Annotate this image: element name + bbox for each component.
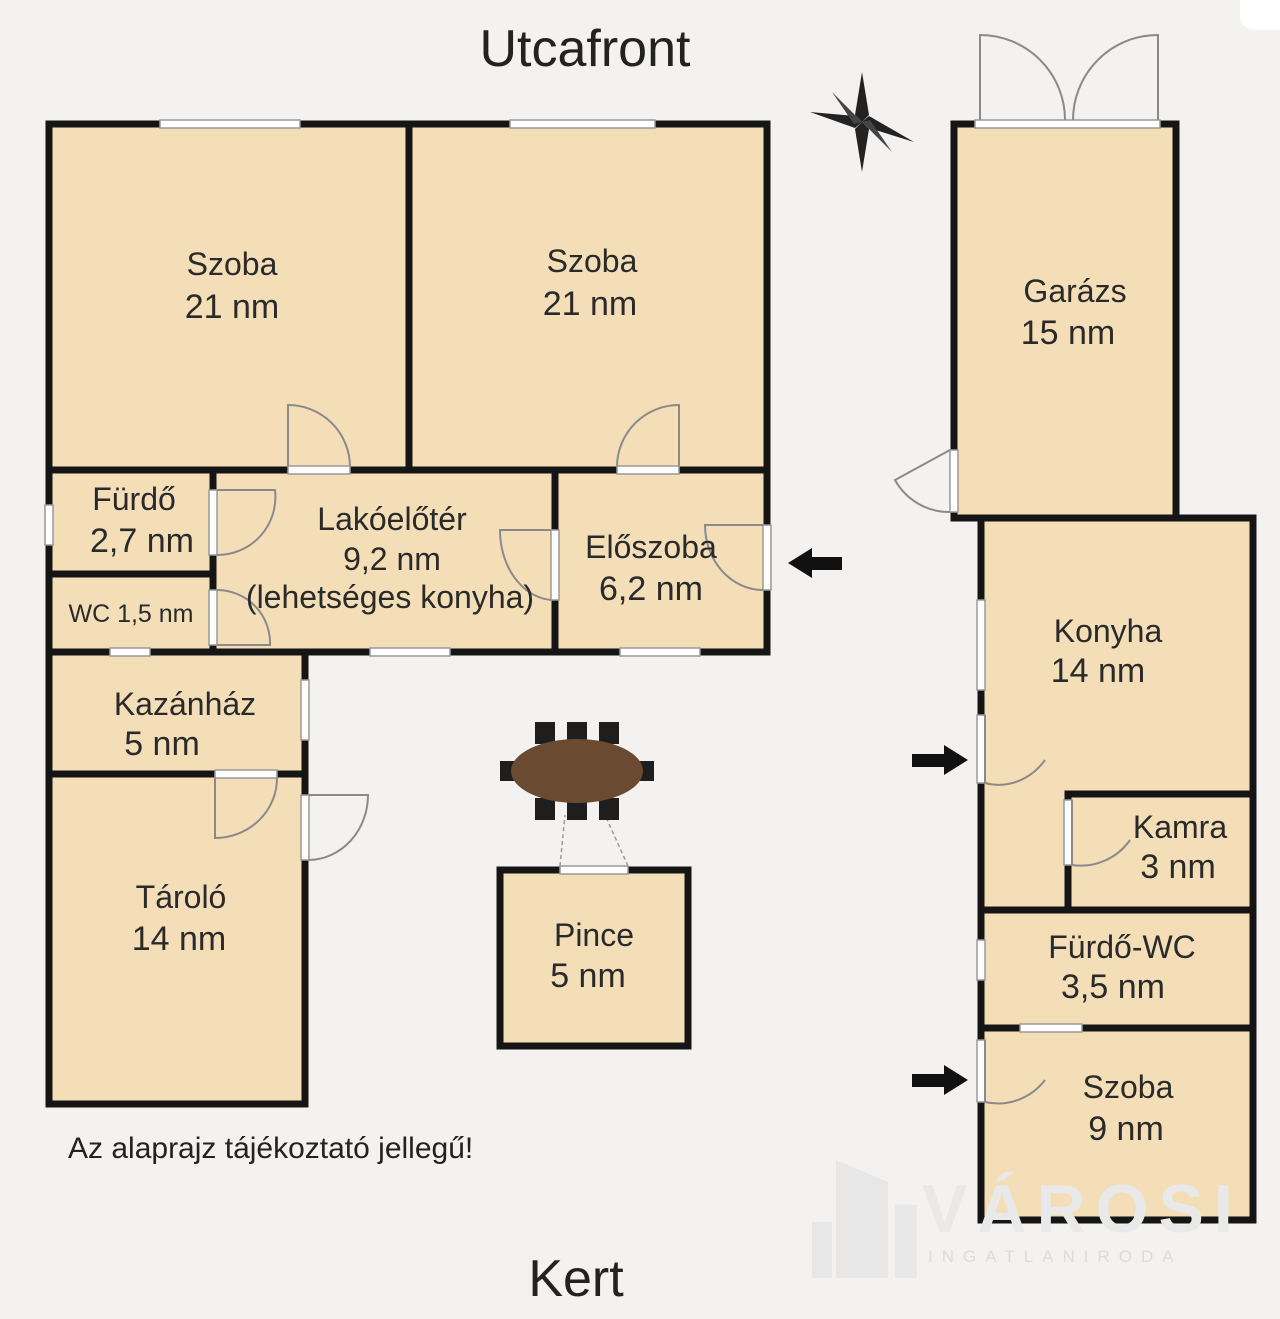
room-tarolo [45,770,309,1108]
room-area: 6,2 nm [599,570,703,608]
room-lakoeloter [209,466,559,656]
street-front-label: Utcafront [480,20,692,78]
room-label: Szoba [187,246,278,282]
room-label: Lakóelőtér [317,501,467,537]
room-szoba-1 [45,120,413,474]
room-area: 15 nm [1021,314,1116,352]
room-area: 5 nm [550,957,626,995]
doors [208,33,1159,1105]
agency-logo: VÁROSI INGATLANIRODA [812,1160,1243,1278]
room-pince [496,866,692,1050]
room-area: 3 nm [1140,848,1216,886]
room-label: WC 1,5 nm [68,600,193,628]
room-label: Fürdő-WC [1048,929,1196,965]
entrance-arrow-icon [912,745,968,775]
logo-name: VÁROSI [922,1171,1243,1247]
entrance-arrows [788,548,968,1095]
window [976,939,986,981]
room-label: Előszoba [585,529,717,565]
room-area: 2,7 nm [90,522,194,560]
entrance-arrow-icon [788,548,842,578]
window [159,119,301,129]
room-area: 9 nm [1088,1110,1164,1148]
room-label: Garázs [1023,273,1126,309]
compass-icon [810,72,914,172]
window [619,647,701,657]
room-label: Szoba [547,243,638,279]
room-kazanhaz [45,648,309,778]
windows [44,119,1161,1033]
window [300,679,310,741]
room-area: 14 nm [1051,652,1146,690]
logo-tagline: INGATLANIRODA [928,1247,1183,1266]
room-area: 21 nm [543,285,638,323]
room-szoba-3 [977,1024,1257,1224]
disclaimer-text: Az alaprajz tájékoztató jellegű! [68,1132,473,1165]
room-label: Kazánház [114,686,256,722]
room-area: 9,2 nm [343,541,441,577]
room-label: Kamra [1133,809,1227,845]
outbuilding [950,120,1257,1224]
window [109,647,151,657]
room-area: 5 nm [124,725,200,763]
room-labels: Szoba 21 nm Szoba 21 nm Garázs 15 nm Für… [68,243,1227,1148]
garden-label: Kert [528,1250,624,1308]
window [44,504,54,546]
room-area: 21 nm [185,288,280,326]
room-area: 14 nm [132,920,227,958]
entrance-arrow-icon [912,1065,968,1095]
building-logo-icon [812,1160,917,1278]
dining-table-icon [500,722,654,820]
room-label: Fürdő [92,481,176,517]
room-area: 3,5 nm [1061,968,1165,1006]
window [974,119,1161,129]
room-note: (lehetséges konyha) [246,579,534,615]
room-garazs [950,120,1180,522]
window [369,647,451,657]
room-label: Konyha [1054,613,1163,649]
room-label: Szoba [1083,1069,1174,1105]
window [509,119,656,129]
window [1019,1023,1083,1033]
corner-frame [1240,0,1280,30]
room-label: Tároló [136,879,227,915]
window [976,599,986,691]
room-label: Pince [554,917,634,953]
